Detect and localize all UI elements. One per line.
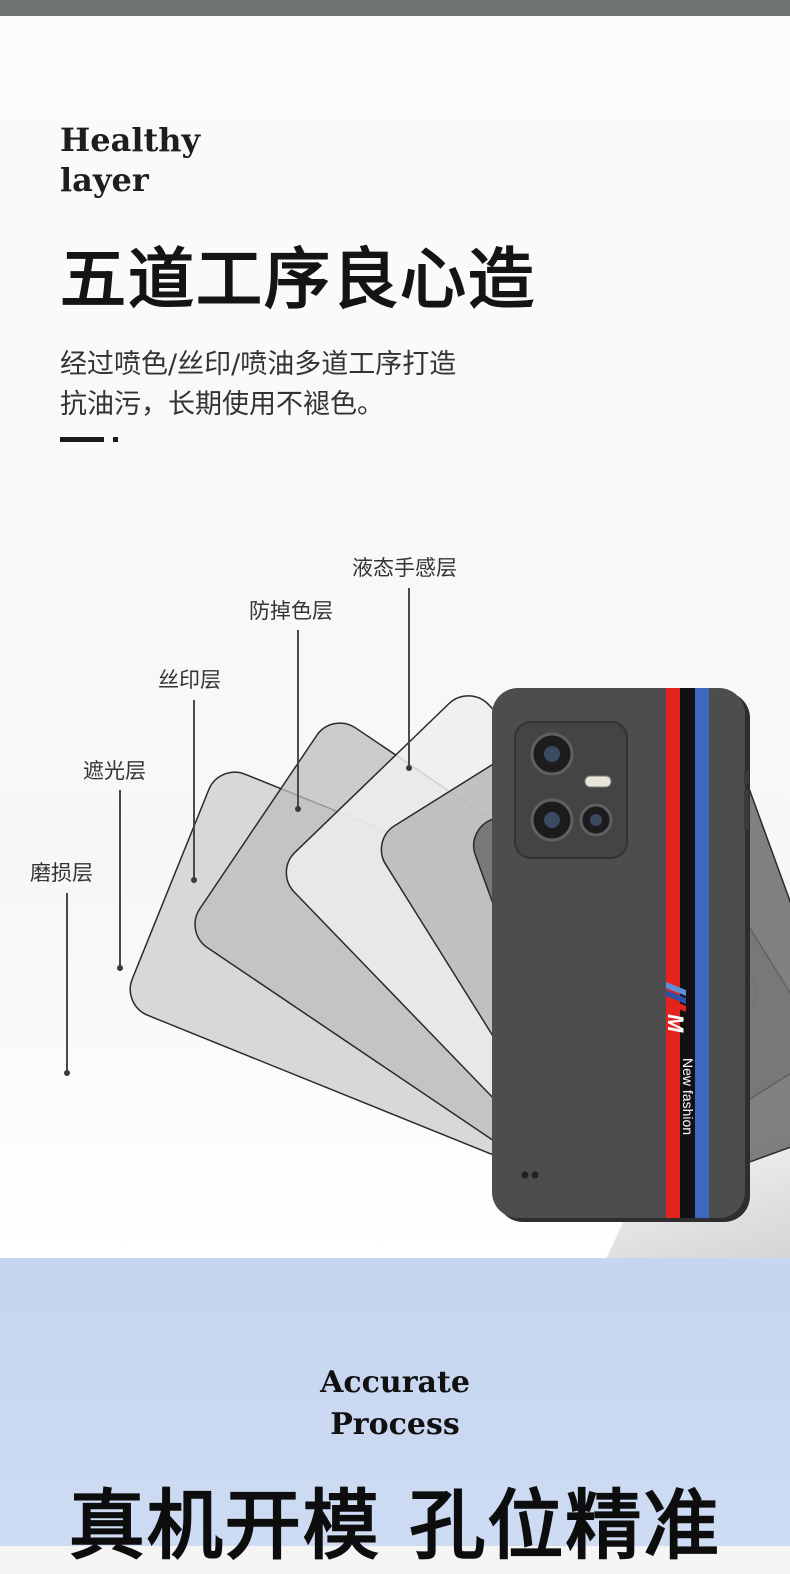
- case-side-button: [744, 790, 749, 830]
- leader-dot-abrasion: [64, 1070, 70, 1076]
- lanyard-hole-right: [531, 1171, 539, 1179]
- leader-dot-print: [191, 877, 197, 883]
- case-side-button2: [744, 770, 749, 784]
- layer-label-shading: 遮光层: [83, 759, 146, 783]
- process-en-line2: Process: [330, 1407, 460, 1442]
- case-print-text: New fashion: [680, 1058, 696, 1135]
- stripe-black: [680, 688, 695, 1218]
- layers-diagram: M New fashion: [129, 688, 790, 1222]
- layer-label-liquid-touch: 液态手感层: [352, 556, 457, 580]
- leader-dot-shading: [117, 965, 123, 971]
- svg-text:M: M: [663, 1014, 688, 1033]
- camera-module: [514, 721, 628, 859]
- top-strip: [0, 0, 790, 16]
- layer-label-print: 丝印层: [158, 668, 221, 692]
- m-logo-icon: M: [663, 982, 688, 1033]
- process-en-line1: Accurate: [320, 1365, 470, 1400]
- process-en-title: Accurate Process: [0, 1362, 790, 1446]
- process-section: [0, 1258, 790, 1546]
- layer-label-abrasion: 磨损层: [30, 861, 93, 885]
- en-title-line2: layer: [60, 161, 149, 199]
- section-cn-title: 五道工序良心造: [60, 241, 536, 318]
- leader-dot-liquid-touch: [406, 765, 412, 771]
- description-line2: 抗油污，长期使用不褪色。: [60, 389, 384, 420]
- divider-dash: [60, 437, 104, 442]
- description-line1: 经过喷色/丝印/喷油多道工序打造: [60, 349, 457, 380]
- leader-line-antifade: [297, 630, 299, 810]
- phone-case: M New fashion: [492, 688, 750, 1222]
- leader-line-abrasion: [66, 893, 68, 1073]
- camera-flash: [584, 775, 612, 788]
- section-description: 经过喷色/丝印/喷油多道工序打造 抗油污，长期使用不褪色。: [60, 345, 580, 425]
- leader-line-print: [193, 700, 195, 880]
- divider-dot: [113, 437, 118, 442]
- stripe-blue: [695, 688, 709, 1218]
- stripe-red: [666, 688, 680, 1218]
- en-title-line1: Healthy: [60, 121, 201, 159]
- lanyard-hole-left: [521, 1171, 529, 1179]
- leader-line-liquid-touch: [408, 588, 410, 768]
- leader-dot-antifade: [295, 806, 301, 812]
- process-cn-title: 真机开模 孔位精准: [68, 1481, 722, 1570]
- leader-line-shading: [119, 790, 121, 968]
- layer-label-antifade: 防掉色层: [249, 599, 333, 623]
- section-en-title: Healthy layer: [60, 120, 200, 200]
